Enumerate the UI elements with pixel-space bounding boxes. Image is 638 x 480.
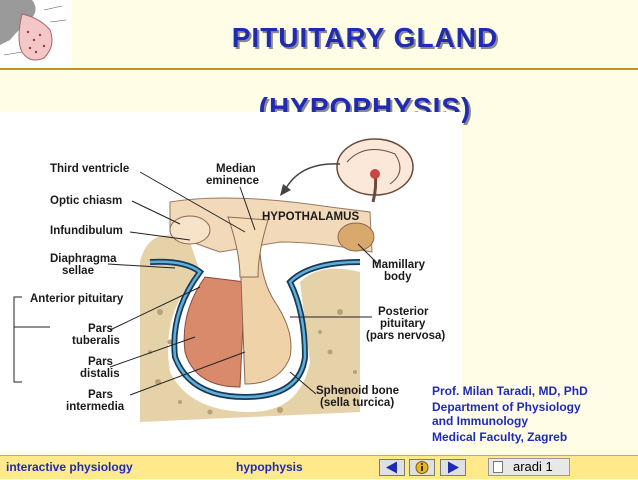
department-line-2: and Immunology [432,414,528,428]
label-posterior: Posterior [378,306,429,318]
faculty: Medical Faculty, Zagreb [432,430,568,444]
label-pars-distalis-2: distalis [80,368,120,380]
label-pars-tuberalis-2: tuberalis [72,335,120,347]
label-pars-distalis-1: Pars [88,356,113,368]
label-sphenoid: Sphenoid bone [316,385,399,397]
label-pars-tuberalis-1: Pars [88,323,113,335]
label-diaphragma: Diaphragma [50,253,117,265]
page-number: aradi 1 [513,459,553,474]
label-sellae: sellae [62,265,94,277]
label-mamillary: Mamillary [372,259,426,271]
label-sella-turcica: (sella turcica) [320,397,394,409]
next-button[interactable] [440,459,466,476]
prev-button[interactable] [379,459,405,476]
author-name: Prof. Milan Taradi, MD, PhD [432,384,588,398]
info-icon [415,461,429,474]
document-icon [493,461,503,473]
label-median: Median [216,163,256,175]
label-anterior-pituitary: Anterior pituitary [30,293,124,305]
label-eminence: eminence [206,175,259,187]
department-line-1: Department of Physiology [432,400,581,414]
label-pituitary: pituitary [380,318,426,330]
info-button[interactable] [409,459,435,476]
thumbnail-image [0,0,72,70]
label-pars-intermedia-1: Pars [88,389,113,401]
pituitary-diagram: Third ventricle Optic chiasm Infundibulu… [0,112,462,452]
label-third-ventricle: Third ventricle [50,163,129,175]
prev-arrow-icon [386,461,397,474]
slide-title: PITUITARY GLAND [231,22,499,53]
label-infundibulum: Infundibulum [50,225,123,237]
label-pars-intermedia-2: intermedia [66,401,125,413]
author-credit: Prof. Milan Taradi, MD, PhD Department o… [432,384,632,446]
label-optic-chiasm: Optic chiasm [50,195,122,207]
next-arrow-icon [448,461,459,474]
header-rule [0,68,638,70]
label-hypothalamus: HYPOTHALAMUS [262,211,359,223]
page-indicator[interactable]: aradi 1 [488,458,570,476]
label-pars-nervosa: (pars nervosa) [366,330,445,342]
label-body: body [384,271,412,283]
link-hypophysis[interactable]: hypophysis [236,460,303,474]
link-interactive-physiology[interactable]: interactive physiology [6,460,133,474]
